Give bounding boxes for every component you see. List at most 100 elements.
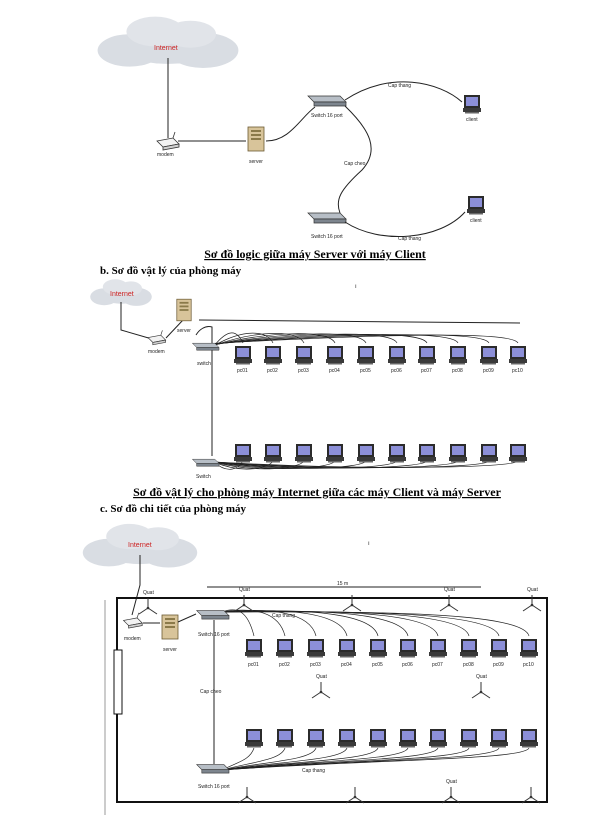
pc-icon xyxy=(234,444,252,463)
switch-icon-2b xyxy=(192,458,220,467)
cable-top-label-3: Cap thang xyxy=(272,613,295,619)
switch-bottom-label: Switch 16 port xyxy=(311,234,343,240)
pc-label: pc08 xyxy=(452,368,463,374)
server-label-2: server xyxy=(177,328,191,334)
pc-icon xyxy=(326,444,344,463)
pc-icon xyxy=(509,346,527,365)
pc-icon xyxy=(418,444,436,463)
switch-label-2a: switch xyxy=(197,361,211,367)
pc-icon xyxy=(295,346,313,365)
client-top-icon xyxy=(463,95,481,114)
internet-label-3: Internet xyxy=(128,542,152,549)
pc-icon xyxy=(264,444,282,463)
pc-label: pc04 xyxy=(341,662,352,668)
pc-icon xyxy=(307,639,325,658)
switch-top-label: Switch 16 port xyxy=(311,113,343,119)
section1-logic-diagram: Internet modem server Switch 16 port Cap… xyxy=(97,16,485,261)
pc-label: pc02 xyxy=(267,368,278,374)
pc-label: pc06 xyxy=(402,662,413,668)
pc-icon xyxy=(449,346,467,365)
pc-icon xyxy=(338,729,356,748)
switch-bottom-icon xyxy=(307,212,347,224)
modem-icon-2 xyxy=(147,330,166,346)
server-icon xyxy=(247,126,265,152)
modem-label-2: modem xyxy=(148,349,165,355)
switch-icon-3b xyxy=(196,764,230,774)
pc-icon xyxy=(388,444,406,463)
switch-icon-2a xyxy=(192,342,220,351)
fan-label: Quat xyxy=(476,674,487,680)
fan-icon xyxy=(138,597,158,615)
pc-icon xyxy=(369,639,387,658)
client-bottom-label: client xyxy=(470,218,482,224)
pc-icon xyxy=(509,444,527,463)
switch-label-3a: Switch 16 port xyxy=(198,632,230,638)
pc-icon xyxy=(276,729,294,748)
pc-icon xyxy=(264,346,282,365)
fan-label: Quat xyxy=(527,587,538,593)
pc-icon xyxy=(234,346,252,365)
pc-icon xyxy=(490,729,508,748)
modem-label: modem xyxy=(157,152,174,158)
modem-label-3: modem xyxy=(124,636,141,642)
svg-text:ı: ı xyxy=(355,284,357,290)
pc-label: pc05 xyxy=(360,368,371,374)
fan-icon xyxy=(311,681,331,699)
pc-icon xyxy=(490,639,508,658)
pc-label: pc09 xyxy=(493,662,504,668)
pc-icon xyxy=(480,444,498,463)
server-icon-2 xyxy=(176,298,192,322)
pc-icon xyxy=(357,444,375,463)
pc-icon xyxy=(357,346,375,365)
internet-label-2: Internet xyxy=(110,291,134,298)
section3-detail-diagram: Internet 15 m modem server Switch 16 por… xyxy=(82,523,548,815)
room-width-label: 15 m xyxy=(337,581,348,587)
heading-detail: c. Sơ đồ chi tiết của phòng máy xyxy=(100,503,247,515)
pc-label: pc08 xyxy=(463,662,474,668)
pc-icon xyxy=(388,346,406,365)
pc-icon xyxy=(418,346,436,365)
server-label: server xyxy=(249,159,263,165)
pc-icon xyxy=(276,639,294,658)
svg-text:ı: ı xyxy=(368,541,370,547)
pc-label: pc02 xyxy=(279,662,290,668)
switch-label-2b: Switch xyxy=(196,474,211,480)
pc-icon xyxy=(307,729,325,748)
pc-icon xyxy=(399,729,417,748)
switch-icon-3a xyxy=(196,610,230,620)
section2-physical-diagram: Internet modem server switch Switch pc01… xyxy=(90,279,527,499)
switch-top-icon xyxy=(307,95,347,107)
pc-label: pc07 xyxy=(421,368,432,374)
pc-label: pc03 xyxy=(310,662,321,668)
pc-icon xyxy=(295,444,313,463)
pc-label: pc06 xyxy=(391,368,402,374)
pc-icon xyxy=(520,729,538,748)
room-outline xyxy=(116,597,548,803)
internet-label: Internet xyxy=(154,45,178,52)
fan-icon xyxy=(237,786,257,804)
pc-icon xyxy=(369,729,387,748)
fan-label: Quat xyxy=(143,590,154,596)
fan-icon xyxy=(441,786,461,804)
heading-physical: b. Sơ đồ vật lý của phòng máy xyxy=(100,265,242,277)
pc-icon xyxy=(429,639,447,658)
fan-icon xyxy=(521,786,541,804)
pc-label: pc01 xyxy=(248,662,259,668)
pc-icon xyxy=(429,729,447,748)
pc-icon xyxy=(449,444,467,463)
pc-icon xyxy=(338,639,356,658)
pc-icon xyxy=(460,729,478,748)
cable-bottom-label-3: Cap thang xyxy=(302,768,325,774)
fan-icon xyxy=(345,786,365,804)
fan-icon xyxy=(471,681,491,699)
caption-physical: Sơ đồ vật lý cho phòng máy Internet giữa… xyxy=(133,485,501,499)
caption-logic: Sơ đồ logic giữa máy Server với máy Clie… xyxy=(204,247,426,261)
pc-label: pc04 xyxy=(329,368,340,374)
fan-label: Quat xyxy=(239,587,250,593)
door xyxy=(113,649,123,715)
server-label-3: server xyxy=(163,647,177,653)
pc-label: pc07 xyxy=(432,662,443,668)
client-bottom-icon xyxy=(467,196,485,215)
pc-icon xyxy=(245,639,263,658)
